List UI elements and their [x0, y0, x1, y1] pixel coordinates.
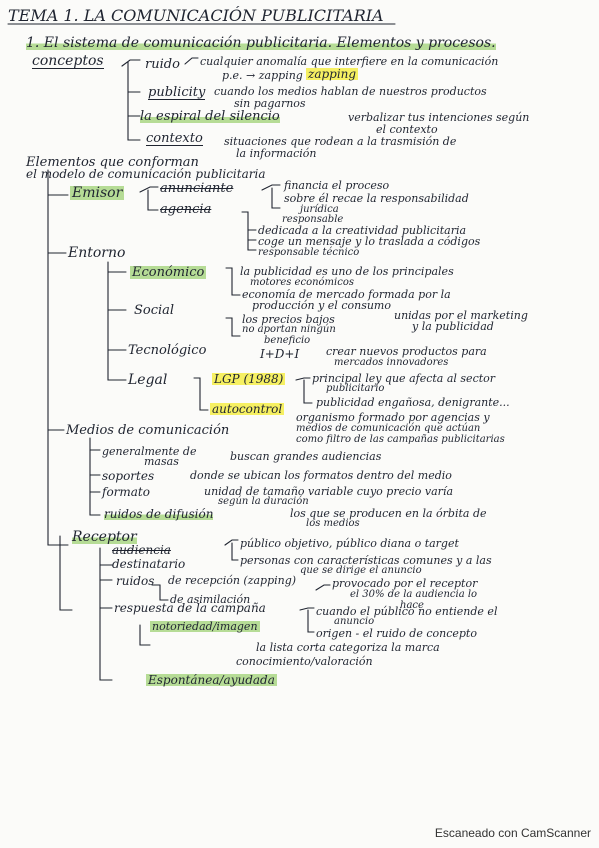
origen-detail: origen - el ruido de concepto [316, 627, 477, 640]
lgp-detail-1: principal ley que afecta al sector [312, 372, 496, 385]
generalmente-label: generalmente de [102, 445, 197, 458]
espontanea-label: Espontánea/ayudada [146, 673, 277, 687]
autocontrol-detail-1: organismo formado por agencias y [296, 411, 490, 424]
ruidos-difusion-label: ruidos de difusión [104, 507, 214, 521]
recepcion-detail-3: hace [400, 600, 424, 611]
contexto-definition-1: situaciones que rodean a la trasmisión d… [224, 135, 457, 148]
economico-label: Económico [130, 265, 207, 280]
social-label: Social [134, 303, 175, 318]
anunciante-detail-1: financia el proceso [284, 179, 390, 192]
soportes-detail: donde se ubican los formatos dentro del … [190, 469, 452, 482]
entorno-label: Entorno [68, 245, 126, 261]
ruido-example: p.e. → zapping [222, 69, 303, 82]
espiral-definition-1: verbalizar tus intenciones según [348, 111, 530, 124]
autocontrol-detail-2: medios de comunicación que actúan [296, 423, 481, 434]
page-title: TEMA 1. LA COMUNICACIÓN PUBLICITARIA [8, 6, 384, 25]
recepcion-label: de recepción (zapping) [168, 574, 297, 587]
social-detail-1: los precios bajos [242, 313, 335, 326]
social-detail-4: unidas por el marketing [394, 309, 528, 322]
elementos-heading-1: Elementos que conforman [26, 155, 199, 170]
anunciante-detail-2: sobre él recae la responsabilidad [284, 192, 469, 205]
contexto-label: contexto [146, 131, 203, 146]
publicity-definition-1: cuando los medios hablan de nuestros pro… [214, 85, 487, 98]
recepcion-detail-1: provocado por el receptor [332, 577, 478, 590]
elementos-heading-2: el modelo de comunicación publicitaria [26, 167, 266, 181]
agencia-label: agencia [160, 202, 212, 217]
conocimiento-detail: conocimiento/valoración [236, 655, 373, 668]
contexto-definition-2: la información [236, 147, 317, 160]
agencia-detail-1: dedicada a la creatividad publicitaria [258, 224, 467, 237]
receptor-label: Receptor [72, 529, 137, 545]
masas-detail: buscan grandes audiencias [230, 450, 382, 463]
ruidos-difusion-detail-1: los que se producen en la órbita de [290, 507, 487, 520]
publicity-label: publicity [148, 85, 206, 100]
destinatario-detail-2: que se dirige el anuncio [300, 565, 422, 576]
audiencia-label: audiencia [112, 543, 171, 557]
social-detail-2: no aportan ningún [242, 324, 336, 335]
legal-label: Legal [128, 372, 168, 388]
autocontrol-label: autocontrol [210, 402, 285, 416]
lgp-label: LGP (1988) [212, 372, 286, 386]
destinatario-detail-1: personas con características comunes y a… [240, 554, 492, 567]
lgp-detail-3: publicidad engañosa, denigrante... [316, 396, 510, 409]
tecnologico-detail-2: crear nuevos productos para [326, 345, 487, 358]
economico-detail-2: motores económicos [250, 277, 354, 288]
ruido-definition: cualquier anomalía que interfiere en la … [200, 55, 499, 68]
ruidos-difusion-detail-2: los medios [306, 518, 360, 529]
anunciante-detail-3: jurídica [300, 204, 339, 215]
social-detail-3: beneficio [264, 335, 311, 346]
formato-detail-1: unidad de tamaño variable cuyo precio va… [204, 485, 454, 498]
ruido-label: ruido [145, 57, 180, 72]
economico-detail-4: producción y el consumo [252, 299, 391, 312]
agencia-detail-2: coge un mensaje y lo traslada a códigos [258, 235, 481, 248]
respuesta-detail-2: anuncio [334, 616, 375, 627]
destinatario-label: destinatario [112, 557, 186, 571]
formato-detail-2: según la duración [218, 496, 309, 507]
respuesta-detail-1: cuando el público no entiende el [316, 605, 498, 618]
masas-label: masas [144, 455, 179, 468]
agencia-detail-3: responsable técnico [258, 247, 360, 258]
section-heading: 1. El sistema de comunicación publicitar… [26, 35, 496, 51]
zapping-highlight: zapping [306, 67, 359, 81]
anunciante-label: anunciante [160, 181, 234, 196]
conceptos-label: conceptos [32, 53, 104, 69]
economico-detail-1: la publicidad es uno de los principales [240, 265, 454, 278]
espiral-definition-2: el contexto [376, 123, 438, 136]
notoriedad-label: notoriedad/imagen [150, 620, 260, 633]
asimilacion-label: de asimilación [170, 593, 251, 606]
autocontrol-detail-3: como filtro de las campañas publicitaria… [296, 434, 505, 445]
emisor-label: Emisor [70, 185, 125, 201]
ruidos-receptor-label: ruidos [116, 574, 155, 588]
lgp-detail-2: publicitario [326, 383, 385, 394]
audiencia-detail: público objetivo, público diana o target [240, 537, 459, 550]
respuesta-label: respuesta de la campaña [114, 601, 266, 615]
lista-detail: la lista corta categoriza la marca [256, 641, 440, 654]
formato-label: formato [102, 485, 150, 499]
soportes-label: soportes [102, 469, 155, 483]
tecnologico-detail-1: I+D+I [260, 347, 300, 361]
tecnologico-label: Tecnológico [128, 343, 207, 358]
publicity-definition-2: sin pagarnos [234, 97, 306, 110]
agencia-detail-0: responsable [282, 214, 344, 225]
recepcion-detail-2: el 30% de la audiencia lo [350, 589, 478, 600]
medios-label: Medios de comunicación [66, 423, 230, 438]
scanner-watermark: Escaneado con CamScanner [434, 826, 591, 840]
economico-detail-3: economía de mercado formada por la [242, 288, 451, 301]
social-detail-5: y la publicidad [412, 320, 494, 333]
tecnologico-detail-3: mercados innovadores [334, 357, 449, 368]
espiral-label: la espiral del silencio [140, 109, 280, 124]
